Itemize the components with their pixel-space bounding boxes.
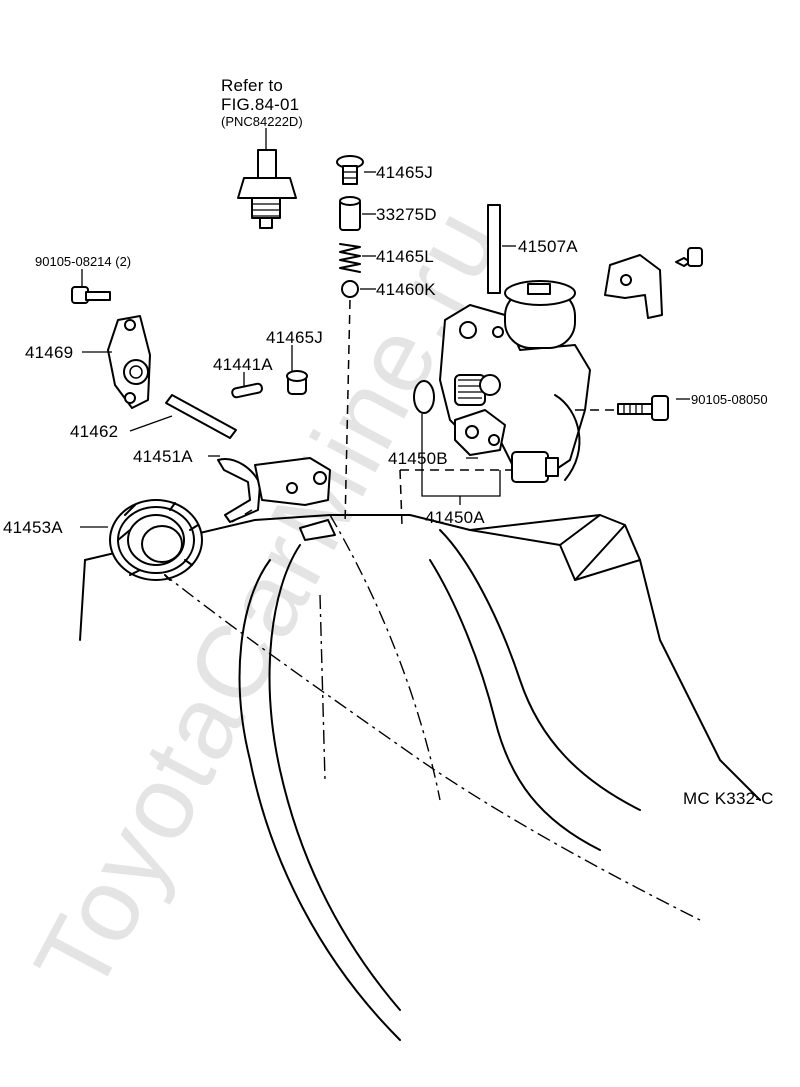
spring-41465L bbox=[339, 243, 361, 273]
label-41507A: 41507A bbox=[518, 237, 578, 256]
ball-41460K bbox=[341, 280, 359, 298]
reference-line1: Refer to bbox=[221, 76, 283, 95]
switch-assembly bbox=[237, 149, 297, 229]
label-90105-08214: 90105-08214 (2) bbox=[35, 254, 131, 269]
label-41441A: 41441A bbox=[213, 355, 273, 374]
reference-note: Refer to FIG.84-01 (PNC84222D) bbox=[221, 76, 303, 129]
label-41462: 41462 bbox=[70, 422, 118, 441]
bolt-small-bracket bbox=[675, 247, 703, 267]
leader-lines bbox=[80, 171, 690, 528]
sleeve-33275D bbox=[339, 196, 361, 231]
shift-fork-41451A bbox=[217, 457, 331, 523]
label-41465J-top: 41465J bbox=[376, 163, 433, 182]
plug-41465J-small bbox=[286, 370, 308, 395]
watermark: ToyotaCarMine.ru bbox=[13, 189, 523, 1011]
plug-41465J-top bbox=[336, 155, 364, 185]
label-41450A: 41450A bbox=[425, 508, 485, 527]
stack-guide bbox=[344, 299, 351, 526]
label-41469: 41469 bbox=[25, 343, 73, 362]
bracket bbox=[604, 254, 663, 319]
bracket-41469 bbox=[107, 315, 151, 409]
sleeve-41453A bbox=[109, 499, 203, 581]
transfer-housing bbox=[79, 514, 761, 1041]
label-41465L: 41465L bbox=[376, 247, 434, 266]
bolt-90105-08050 bbox=[617, 395, 669, 421]
actuator-guide bbox=[399, 469, 403, 526]
pin-41441A bbox=[231, 382, 263, 399]
reference-line3: (PNC84222D) bbox=[221, 114, 303, 129]
label-41460K: 41460K bbox=[376, 280, 436, 299]
label-41450B: 41450B bbox=[388, 449, 448, 468]
housing-tab bbox=[299, 519, 336, 541]
label-41453A: 41453A bbox=[3, 518, 63, 537]
shaft-41462 bbox=[165, 394, 237, 439]
label-41451A: 41451A bbox=[133, 447, 193, 466]
diagram-code: MC K332-C bbox=[683, 789, 774, 808]
label-33275D: 33275D bbox=[376, 205, 437, 224]
rod-41507A bbox=[487, 204, 501, 294]
label-90105-08050: 90105-08050 bbox=[691, 392, 768, 407]
bolt-90105-08214 bbox=[71, 286, 111, 304]
label-41465J: 41465J bbox=[266, 328, 323, 347]
reference-line2: FIG.84-01 bbox=[221, 95, 299, 114]
actuator-assembly bbox=[439, 280, 591, 483]
